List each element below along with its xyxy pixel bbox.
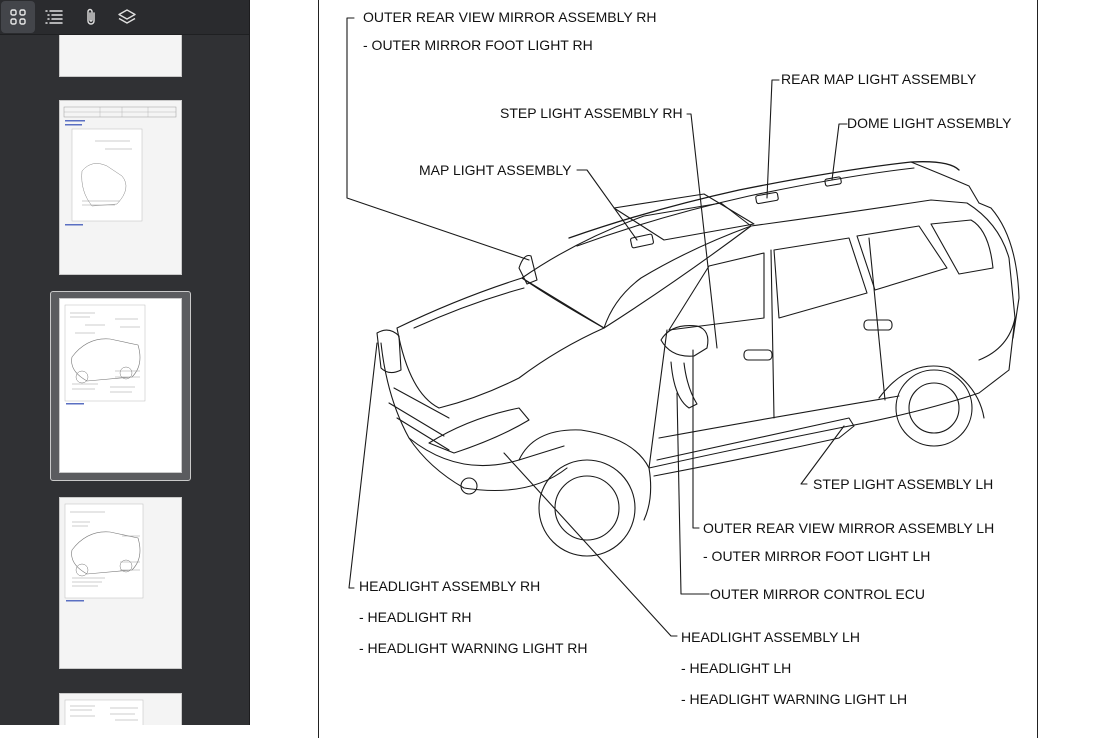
outline-view-button[interactable]	[37, 1, 71, 33]
callout-dome-light: DOME LIGHT ASSEMBLY	[847, 115, 1012, 131]
grid-icon	[10, 9, 26, 25]
callout-headlight-warning-rh: - HEADLIGHT WARNING LIGHT RH	[359, 640, 588, 656]
attachments-view-button[interactable]	[74, 1, 108, 33]
page-thumbnail[interactable]	[59, 100, 182, 275]
layers-icon	[118, 9, 136, 24]
page-thumbnail-content	[64, 699, 144, 725]
callout-map-light: MAP LIGHT ASSEMBLY	[419, 162, 572, 178]
callout-headlight-rh-sub: - HEADLIGHT RH	[359, 609, 472, 625]
thumbnails-view-button[interactable]	[1, 1, 35, 33]
leader-headlight-lh	[503, 452, 678, 637]
callout-headlight-lh: HEADLIGHT ASSEMBLY LH	[681, 629, 860, 645]
page-thumbnail-content	[64, 304, 146, 405]
paperclip-icon	[87, 8, 95, 25]
leader-headlight-rh	[348, 342, 378, 589]
callout-outer-mirror-foot-light-rh: - OUTER MIRROR FOOT LIGHT RH	[363, 37, 593, 53]
layers-view-button[interactable]	[110, 1, 144, 33]
callout-headlight-lh-sub: - HEADLIGHT LH	[681, 660, 792, 676]
list-icon	[45, 10, 63, 24]
callout-outer-mirror-ecu: OUTER MIRROR CONTROL ECU	[710, 586, 925, 602]
leader-step-light-rh	[686, 113, 718, 349]
leader-outer-mirror-lh	[692, 349, 700, 529]
callout-outer-mirror-lh: OUTER REAR VIEW MIRROR ASSEMBLY LH	[703, 520, 995, 536]
callout-outer-mirror-foot-light-lh: - OUTER MIRROR FOOT LIGHT LH	[703, 548, 931, 564]
callout-step-light-lh: STEP LIGHT ASSEMBLY LH	[813, 476, 994, 492]
callout-outer-mirror-rh: OUTER REAR VIEW MIRROR ASSEMBLY RH	[363, 9, 657, 25]
vehicle-diagram	[346, 17, 1020, 637]
page-thumbnail-selected[interactable]	[59, 298, 182, 473]
leader-step-light-lh	[800, 425, 845, 485]
callout-headlight-warning-lh: - HEADLIGHT WARNING LIGHT LH	[681, 691, 908, 707]
sidebar-toolbar	[0, 0, 249, 35]
document-page: OUTER REAR VIEW MIRROR ASSEMBLY RH - OUT…	[318, 0, 1038, 738]
page-thumbnail-content	[64, 503, 144, 602]
page-thumbnail[interactable]	[59, 497, 182, 669]
page-thumbnail-content	[63, 106, 177, 226]
document-viewer[interactable]: OUTER REAR VIEW MIRROR ASSEMBLY RH - OUT…	[250, 0, 1112, 738]
callout-rear-map-light: REAR MAP LIGHT ASSEMBLY	[781, 71, 977, 87]
leader-rear-map-light	[766, 79, 780, 199]
page-thumbnail[interactable]	[59, 693, 182, 725]
thumbnail-sidebar	[0, 0, 250, 725]
leader-outer-mirror-ecu	[676, 392, 710, 595]
callout-step-light-rh: STEP LIGHT ASSEMBLY RH	[500, 105, 683, 121]
thumbnail-list	[0, 35, 249, 725]
page-thumbnail[interactable]	[59, 35, 182, 77]
leader-dome-light	[831, 123, 848, 181]
callout-headlight-rh: HEADLIGHT ASSEMBLY RH	[359, 578, 541, 594]
leader-map-light	[576, 169, 638, 241]
leader-outer-mirror-rh	[346, 17, 530, 261]
